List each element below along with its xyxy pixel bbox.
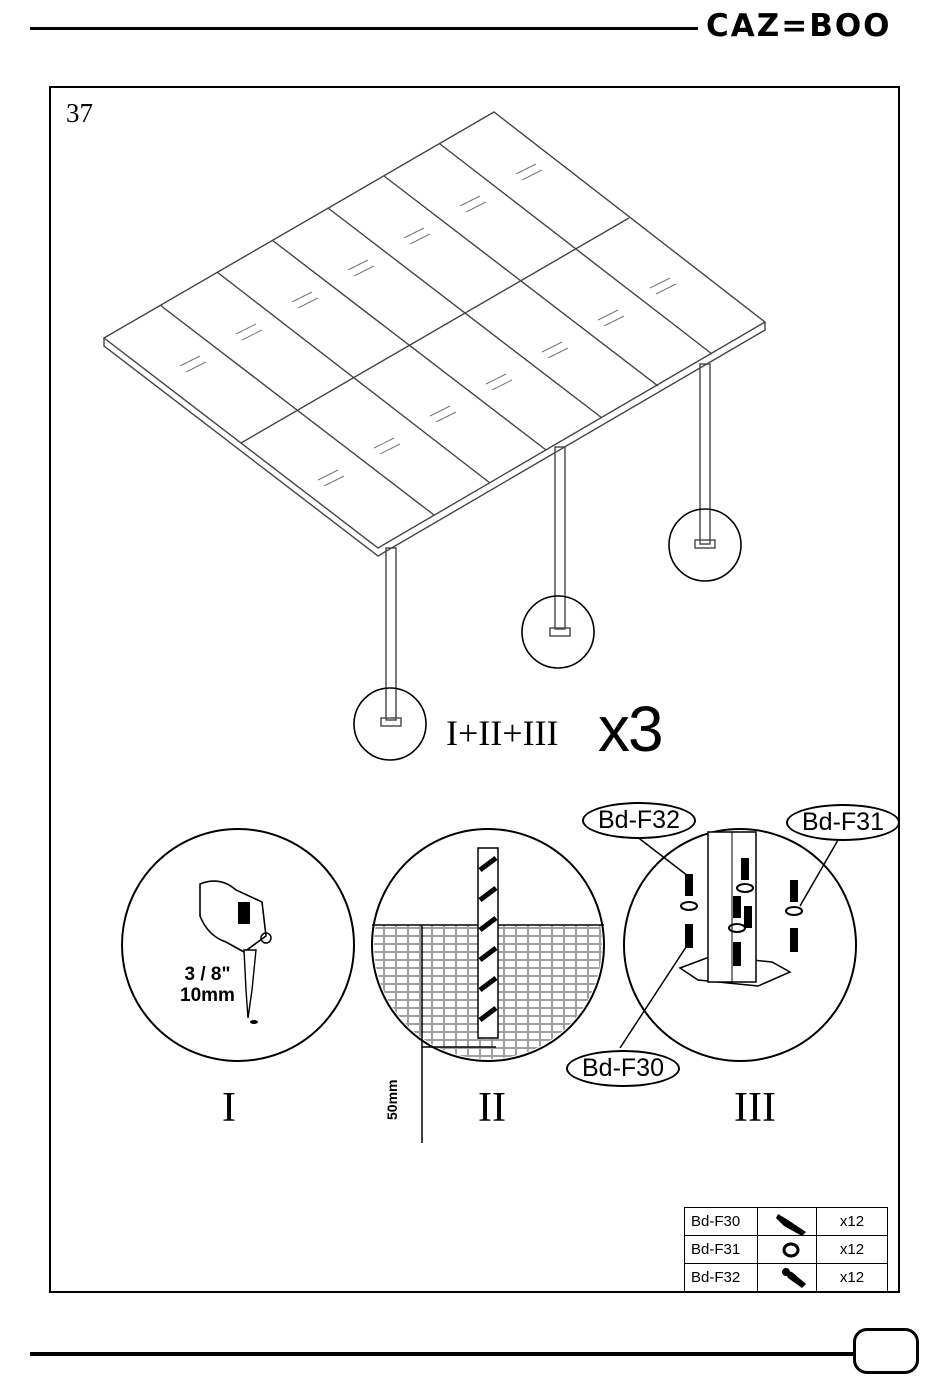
table-row: Bd-F32 x12 (685, 1264, 888, 1292)
table-row: Bd-F31 x12 (685, 1236, 888, 1264)
post-right (700, 364, 710, 544)
part-qty: x12 (817, 1236, 888, 1264)
drill-size-inch: 3 / 8" (180, 964, 235, 985)
parts-table: Bd-F30 x12 Bd-F31 x12 Bd-F32 x12 (684, 1207, 888, 1292)
detail-drill-circle (122, 829, 354, 1061)
part-qty: x12 (817, 1208, 888, 1236)
detail-label-iii: III (734, 1084, 776, 1132)
drill-size-label: 3 / 8" 10mm (180, 964, 235, 1006)
post-middle (555, 447, 565, 629)
callout-bd-f31: Bd-F31 (786, 804, 900, 841)
part-icon-cell (758, 1264, 817, 1292)
detail-anchor-circle (620, 829, 856, 1061)
part-code: Bd-F32 (685, 1264, 758, 1292)
foot-circle-right (669, 509, 741, 581)
part-code: Bd-F30 (685, 1208, 758, 1236)
callout-bd-f32: Bd-F32 (582, 802, 696, 839)
drill-depth-label: 50mm (384, 1080, 400, 1120)
footer-rule (30, 1352, 854, 1356)
part-icon-cell (758, 1208, 817, 1236)
detail-label-ii: II (478, 1084, 506, 1132)
post-left (386, 548, 396, 720)
table-row: Bd-F30 x12 (685, 1208, 888, 1236)
part-icon-cell (758, 1236, 817, 1264)
callout-bd-f30: Bd-F30 (566, 1050, 680, 1087)
part-qty: x12 (817, 1264, 888, 1292)
step-formula: I+II+III (446, 712, 559, 754)
foot-circle-left (354, 688, 426, 760)
page-number-box (853, 1328, 919, 1374)
drill-size-mm: 10mm (180, 985, 235, 1006)
part-code: Bd-F31 (685, 1236, 758, 1264)
detail-label-i: I (222, 1084, 236, 1132)
step-multiplier: x3 (598, 692, 662, 766)
foot-circle-middle (522, 596, 594, 668)
